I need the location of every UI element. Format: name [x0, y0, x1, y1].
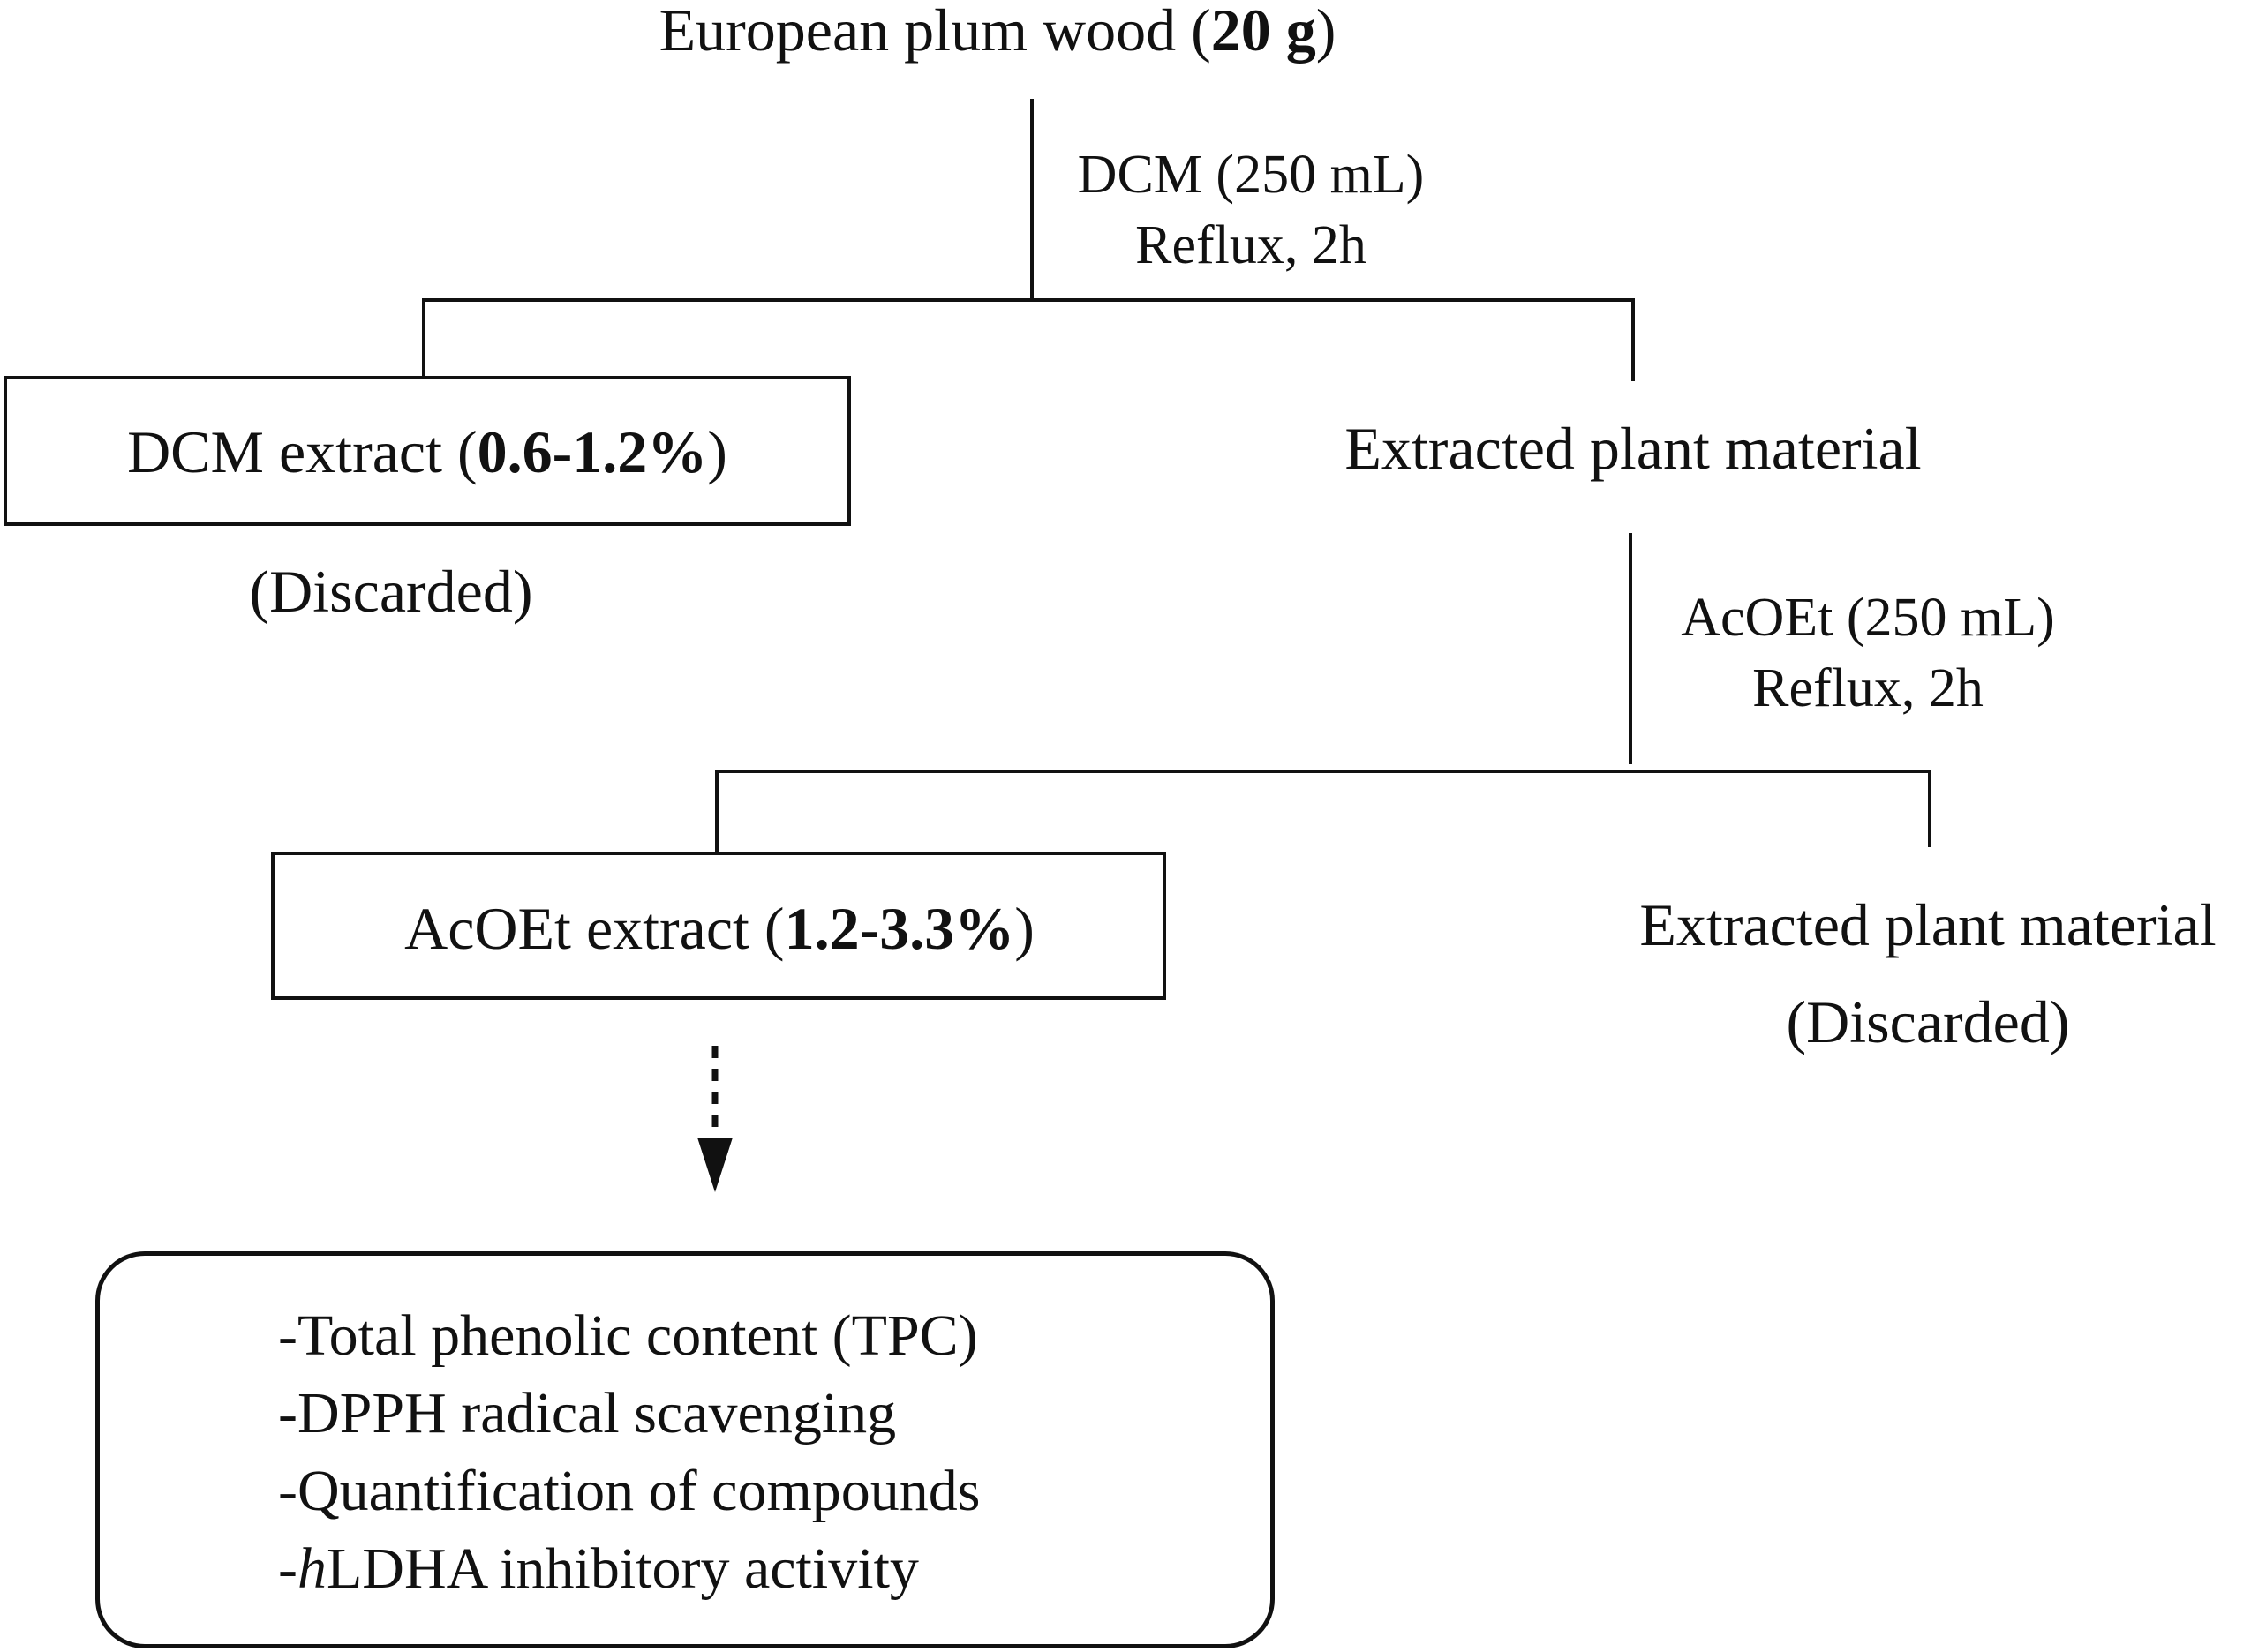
step1-solvent: DCM (250 mL) [1077, 145, 1425, 205]
dcm-extract-label: DCM extract ( [127, 418, 478, 485]
dcm-extract-text: DCM extract (0.6-1.2%) [127, 422, 727, 482]
connector-to-extracted-2 [1928, 770, 1931, 847]
hldha-rest: LDHA inhibitory activity [326, 1536, 919, 1601]
connector-to-acoet-extract [715, 770, 719, 854]
extracted-material-1: Extracted plant material [1344, 415, 1922, 482]
step2-solvent: AcOEt (250 mL) [1681, 588, 2055, 648]
hldha-italic: h [297, 1536, 327, 1601]
dcm-extract-box [4, 376, 851, 526]
extracted-material-2-note: (Discarded) [1786, 988, 2070, 1055]
step1-condition: Reflux, 2h [1135, 215, 1366, 275]
connector-to-extracted-1 [1631, 298, 1635, 381]
analyses-list: -Total phenolic content (TPC) -DPPH radi… [278, 1297, 980, 1608]
root-amount: 20 g [1210, 0, 1316, 64]
hldha-prefix: - [278, 1536, 297, 1601]
root-label: European plum wood ( [659, 0, 1211, 64]
extracted-material-2: Extracted plant material [1639, 891, 2217, 958]
connector-split-1 [422, 298, 1635, 302]
analysis-item-hldha: -hLDHA inhibitory activity [278, 1530, 980, 1608]
acoet-extract-label: AcOEt extract ( [404, 895, 785, 962]
step2-condition: Reflux, 2h [1752, 658, 1984, 718]
acoet-extract-yield: 1.2-3.3% [784, 895, 1015, 962]
connector-to-dcm-extract [422, 298, 425, 376]
dcm-extract-yield: 0.6-1.2% [477, 418, 708, 485]
analysis-item-quantification: -Quantification of compounds [278, 1459, 981, 1523]
root-close: ) [1315, 0, 1336, 64]
root-node: European plum wood (20 g) [659, 0, 1336, 60]
acoet-extract-box [271, 852, 1166, 1000]
analysis-item-tpc: -Total phenolic content (TPC) [278, 1303, 978, 1368]
dcm-extract-note: (Discarded) [249, 558, 533, 625]
analysis-item-dpph: -DPPH radical scavenging [278, 1381, 897, 1446]
dashed-arrow-down-icon [697, 1046, 733, 1192]
step2-conditions: AcOEt (250 mL) Reflux, 2h [1681, 582, 2055, 724]
analyses-box [95, 1251, 1275, 1648]
connector-extracted-down [1629, 533, 1632, 764]
dcm-extract-close: ) [707, 418, 727, 485]
connector-split-2 [715, 770, 1931, 773]
acoet-extract-text: AcOEt extract (1.2-3.3%) [404, 898, 1035, 958]
step1-conditions: DCM (250 mL) Reflux, 2h [1078, 139, 1425, 281]
connector-root-down [1030, 99, 1034, 302]
acoet-extract-close: ) [1014, 895, 1035, 962]
